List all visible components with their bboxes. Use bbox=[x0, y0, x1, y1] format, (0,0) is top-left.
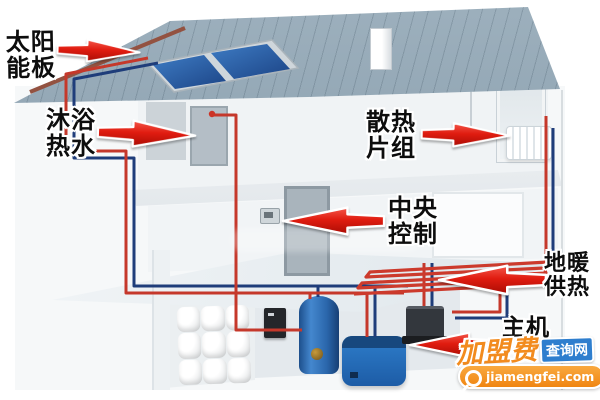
arrow-floor-heating bbox=[436, 262, 548, 298]
callout-text: 主机 bbox=[502, 315, 550, 341]
callout-text: 片组 bbox=[366, 133, 416, 162]
watermark-brand-blue: 查询网 bbox=[539, 335, 595, 364]
boiler-unit bbox=[342, 336, 406, 386]
faint-watermark-haze bbox=[230, 228, 420, 252]
callout-radiator-group: 散热 片组 bbox=[366, 108, 416, 162]
site-watermark: 加盟费 查询网 jiamengfei.com bbox=[452, 330, 600, 392]
pipe-connector bbox=[208, 110, 216, 118]
arrow-solar-panel bbox=[56, 35, 143, 68]
callout-shower-hot-water: 沐浴 热水 bbox=[46, 106, 96, 160]
callout-floor-heating: 地暖 供热 bbox=[544, 252, 590, 300]
callout-text: 能板 bbox=[5, 53, 57, 83]
callout-text: 中央 bbox=[388, 194, 438, 222]
main-unit-device bbox=[406, 306, 444, 341]
callout-text: 太阳 bbox=[5, 27, 56, 57]
solar-panels bbox=[146, 39, 300, 93]
arrow-radiator-group bbox=[420, 117, 513, 153]
arrow-central-control bbox=[280, 202, 386, 240]
callout-solar-panel: 太阳 能板 bbox=[5, 27, 57, 83]
magnifier-icon bbox=[465, 370, 482, 387]
callout-text: 供热 bbox=[544, 274, 591, 300]
callout-text: 散热 bbox=[366, 108, 416, 136]
callout-text: 控制 bbox=[388, 219, 438, 248]
hot-pipes bbox=[64, 56, 548, 337]
cold-pipes bbox=[72, 61, 555, 337]
buffer-tank bbox=[299, 296, 339, 374]
radiator bbox=[506, 126, 552, 160]
main-unit-base bbox=[402, 336, 448, 344]
callout-text: 地暖 bbox=[544, 251, 591, 276]
chimney bbox=[370, 28, 392, 70]
roof-ridge-trim bbox=[29, 26, 186, 94]
callout-main-unit: 主机 bbox=[502, 316, 550, 341]
watermark-domain: jiamengfei.com bbox=[486, 369, 595, 384]
corner-post bbox=[561, 90, 563, 390]
callout-central-control: 中央 控制 bbox=[388, 194, 438, 248]
arrow-main-unit bbox=[398, 330, 514, 360]
arrow-shower-hot-water bbox=[95, 114, 198, 154]
thermostat-device bbox=[260, 208, 280, 224]
callout-text: 沐浴 bbox=[46, 106, 96, 134]
watermark-domain-pill: jiamengfei.com bbox=[458, 364, 600, 389]
wall-panel bbox=[432, 192, 524, 258]
tank-valve bbox=[311, 348, 323, 360]
callout-text: 热水 bbox=[46, 131, 96, 160]
